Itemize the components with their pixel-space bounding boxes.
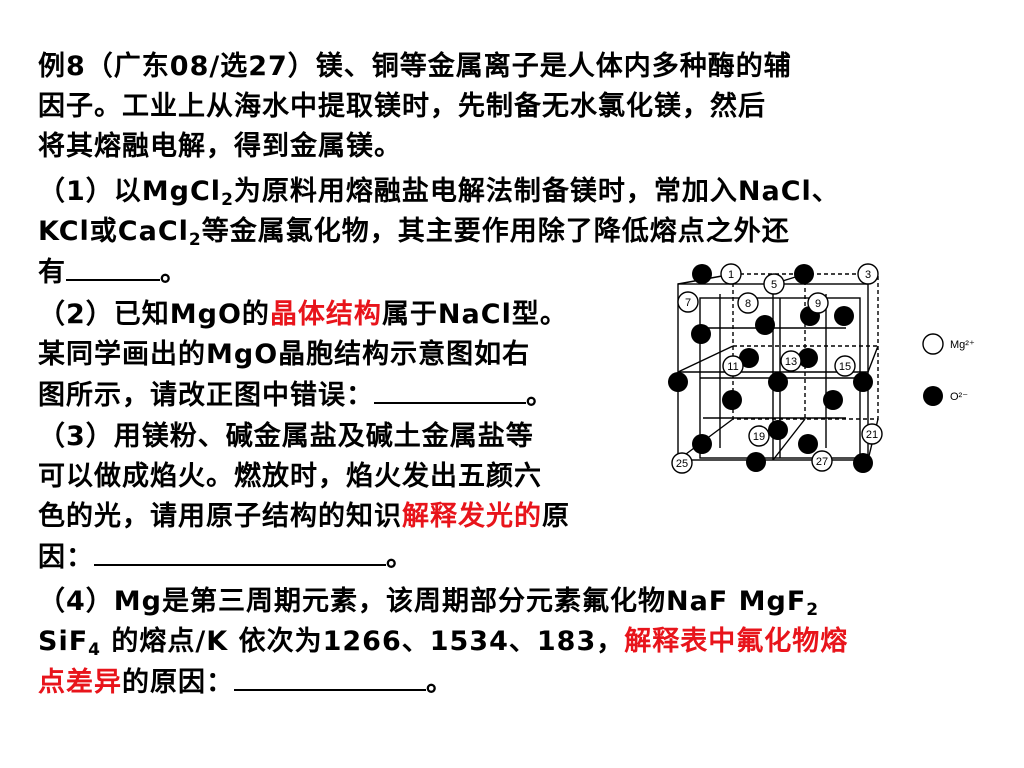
atom-label: 19 [753, 431, 765, 443]
atom-label: 1 [728, 269, 734, 281]
question-line-3: 将其熔融电解，得到金属镁。 [38, 130, 402, 164]
part3-line-3: 色的光，请用原子结构的知识解释发光的原 [38, 500, 570, 534]
legend-mg-marker [923, 334, 943, 354]
part1-line-3: 有。 [38, 255, 188, 290]
answer-blank-1[interactable] [66, 255, 160, 281]
legend-o-marker [923, 386, 943, 406]
part3-line-4: 因：。 [38, 540, 414, 575]
atom-label: 13 [785, 356, 797, 368]
part3-line-2: 可以做成焰火。燃放时，焰火发出五颜六 [38, 460, 542, 494]
atom-label: 8 [745, 298, 751, 310]
answer-blank-2[interactable] [374, 378, 526, 404]
part1-line-1: （1）以MgCl2为原料用熔融盐电解法制备镁时，常加入NaCl、 [38, 175, 840, 209]
atom-label: 5 [771, 279, 777, 291]
part1-line-2: KCl或CaCl2等金属氯化物，其主要作用除了降低熔点之外还 [38, 215, 790, 249]
legend-o-label: O²⁻ [950, 391, 968, 403]
atom-label: 15 [839, 361, 851, 373]
atom-label: 27 [816, 456, 828, 468]
atom-label: 3 [865, 269, 871, 281]
part4-line-2: SiF4 的熔点/K 依次为1266、1534、183，解释表中氟化物熔 [38, 625, 848, 659]
part4-line-1: （4）Mg是第三周期元素，该周期部分元素氟化物NaF MgF2 [38, 585, 819, 619]
mgo-unit-cell-figure: 1 3 5 7 8 9 11 13 15 19 21 25 27 Mg²⁺ O²… [658, 258, 988, 483]
part2-line-3: 图所示，请改正图中错误：。 [38, 378, 554, 413]
part2-line-2: 某同学画出的MgO晶胞结构示意图如右 [38, 338, 530, 372]
answer-blank-3[interactable] [94, 540, 386, 566]
atom-label: 7 [685, 297, 691, 309]
atom-label: 9 [815, 298, 821, 310]
part2-line-1: （2）已知MgO的晶体结构属于NaCl型。 [38, 298, 568, 332]
atom-label: 21 [866, 429, 878, 441]
atom-label: 25 [676, 458, 688, 470]
answer-blank-4[interactable] [234, 665, 426, 691]
atom-label: 11 [727, 361, 738, 373]
legend-mg-label: Mg²⁺ [950, 339, 975, 351]
question-line-1: 例8（广东08/选27）镁、铜等金属离子是人体内多种酶的辅 [38, 50, 792, 84]
question-line-2: 因子。工业上从海水中提取镁时，先制备无水氯化镁，然后 [38, 90, 766, 124]
part4-line-3: 点差异的原因：。 [38, 665, 454, 700]
part3-line-1: （3）用镁粉、碱金属盐及碱土金属盐等 [38, 420, 534, 454]
